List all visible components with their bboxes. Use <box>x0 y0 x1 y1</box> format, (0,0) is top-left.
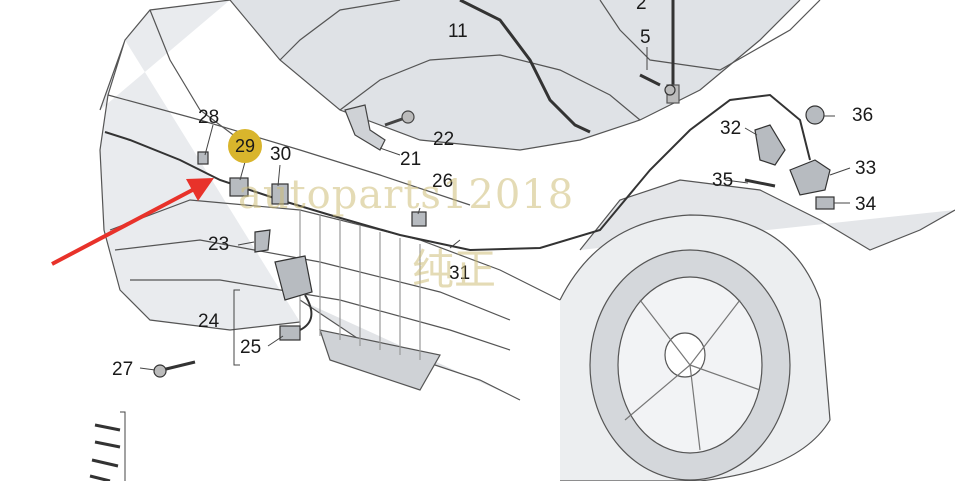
callout-33: 33 <box>855 158 877 179</box>
callout-22: 22 <box>433 129 455 150</box>
callout-2: 2 <box>636 0 647 14</box>
callout-35: 35 <box>712 170 734 191</box>
callout-21: 21 <box>400 149 422 170</box>
callout-26: 26 <box>432 171 454 192</box>
callout-5: 5 <box>640 27 651 48</box>
callout-24: 24 <box>198 311 220 332</box>
red-pointer-arrow <box>51 178 214 266</box>
callout-23: 23 <box>208 234 230 255</box>
callout-31: 31 <box>449 263 471 284</box>
callout-29-highlighted: 29 <box>228 129 262 163</box>
callout-27: 27 <box>112 359 134 380</box>
callout-25: 25 <box>240 337 262 358</box>
callout-11: 11 <box>448 21 468 42</box>
callout-34: 34 <box>855 194 877 215</box>
callout-32: 32 <box>720 118 742 139</box>
callout-36: 36 <box>852 105 874 126</box>
callout-30: 30 <box>270 144 292 165</box>
callout-28: 28 <box>198 107 220 128</box>
